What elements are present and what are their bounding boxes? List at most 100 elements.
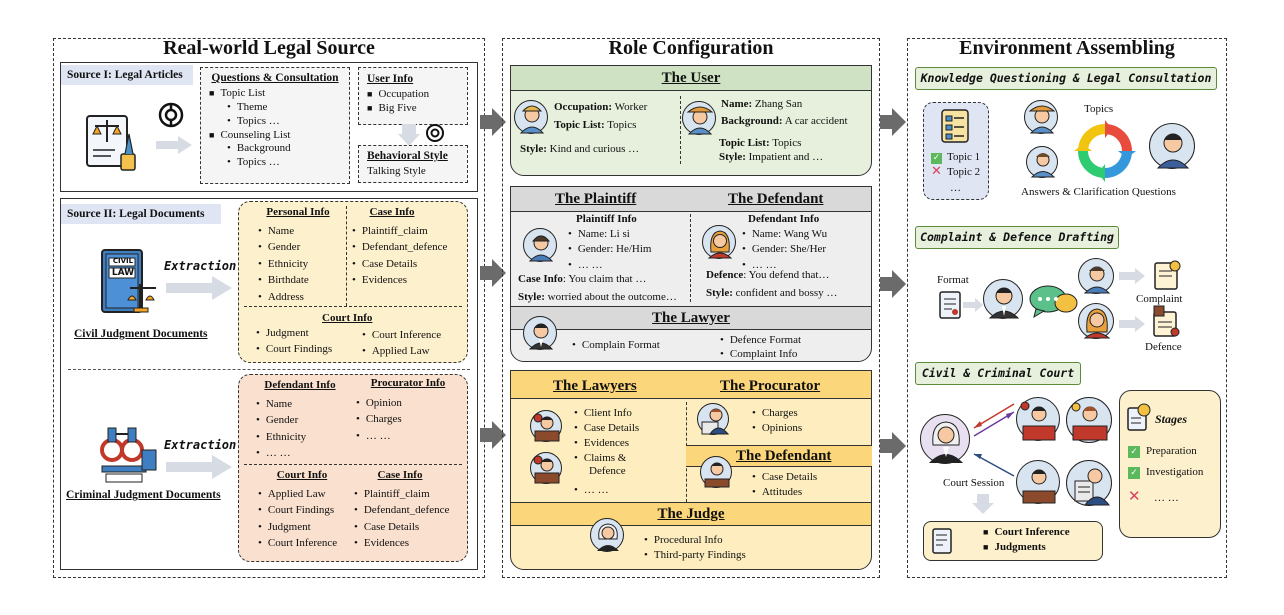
defendant-info-item: … … xyxy=(256,445,350,462)
court-info-title: Court Info xyxy=(322,312,373,324)
plaintiff-avatar xyxy=(523,228,557,262)
personal-info-item: Address xyxy=(258,289,344,306)
lawyer-avatar xyxy=(1016,397,1060,441)
occupation-label: Occupation: xyxy=(554,101,613,113)
case-info-item: Plaintiff_claim xyxy=(352,223,466,240)
case-info-title: Case Info xyxy=(369,206,415,218)
defendant-title: The Defendant xyxy=(728,191,824,207)
stage-item: Investigation xyxy=(1146,466,1204,478)
cross-icon: ✕ xyxy=(1128,487,1141,505)
arrow-down-icon xyxy=(398,124,420,151)
judge-avatar xyxy=(920,414,970,464)
defendant-defence: Defence: You defend that… xyxy=(706,269,829,283)
procurator-avatar xyxy=(1066,460,1112,506)
lawyers-item: Case Details xyxy=(574,421,639,436)
check-icon: ✓ xyxy=(1128,446,1140,458)
result-item: Judgments xyxy=(983,541,1045,555)
lawyer-avatar xyxy=(523,316,557,350)
arrow-right-icon xyxy=(1119,268,1145,289)
style-value: Impatient and … xyxy=(745,150,824,163)
stage-row: ✓ Investigation xyxy=(1128,466,1203,480)
stages-icon xyxy=(1126,402,1152,437)
lawyer-avatar xyxy=(1149,123,1195,169)
check-icon: ✓ xyxy=(1128,467,1140,479)
answers-label: Answers & Clarification Questions xyxy=(1021,186,1176,198)
arrow-right-icon xyxy=(156,136,192,159)
judge-avatar xyxy=(590,518,624,552)
plaintiff-info-item: Name: Li si xyxy=(568,227,651,242)
name-label: Name: xyxy=(721,98,753,110)
plaintiff-info-list: Name: Li si Gender: He/Him … … xyxy=(568,227,652,273)
checklist-icon xyxy=(940,108,970,149)
defendant-avatar xyxy=(702,225,736,259)
user-left-text: Occupation: Worker Topic List: Topics xyxy=(554,101,647,133)
stages-title: Stages xyxy=(1155,412,1188,426)
court-session-label: Court Session xyxy=(943,477,1005,489)
procurator-avatar xyxy=(1066,397,1112,443)
defendant-subheader xyxy=(686,445,872,467)
topic-list-value: Topics xyxy=(769,137,802,149)
qc-item: Background xyxy=(227,142,341,156)
court-info-2: Court Info Applied Law Court Findings Ju… xyxy=(252,469,352,552)
env-panel-title: Environment Assembling xyxy=(959,37,1175,59)
court-info-2-item: Court Inference xyxy=(258,535,352,552)
case-info-2-item: Defendant_defence xyxy=(354,502,468,519)
style-label: Style: xyxy=(520,143,547,155)
user-right-text: Name: Zhang San Background: A car accide… xyxy=(721,98,848,129)
stage-row: ✕… … xyxy=(1128,487,1179,506)
lawyer-title: The Lawyer xyxy=(652,310,730,326)
procurator-list: Charges Opinions xyxy=(752,406,802,436)
plaintiff-case: Case Info: You claim that … xyxy=(518,273,646,287)
source1-label: Source I: Legal Articles xyxy=(61,65,193,86)
lawyer-item: Defence Format xyxy=(720,333,801,347)
defendant-info: Defendant Info Name Gender Ethnicity … … xyxy=(250,379,350,462)
court-info-2-item: Court Findings xyxy=(258,502,352,519)
judge-subheader xyxy=(511,502,871,526)
qc-item: Counseling List xyxy=(209,129,341,143)
defendant-info-list: Name: Wang Wu Gender: She/Her … … xyxy=(742,227,827,273)
criminal-caption: Criminal Judgment Documents xyxy=(66,489,221,501)
lawyers-item: Claims & xyxy=(574,451,639,466)
topic-list-label: Topic List: xyxy=(554,118,605,131)
stage-item: Preparation xyxy=(1146,445,1197,457)
procurator-info-item: Charges xyxy=(356,411,464,428)
court-info-item: Judgment xyxy=(256,326,332,342)
civil-role-card xyxy=(510,186,872,362)
handcuffs-icon xyxy=(98,420,158,486)
defendant-info-item: Ethnicity xyxy=(256,429,350,446)
style-value: worried about the outcome… xyxy=(544,291,677,303)
qc-item: Topics … xyxy=(227,156,341,170)
qc-item: Theme xyxy=(227,101,341,115)
role-panel-title: Role Configuration xyxy=(608,37,774,59)
separator-line xyxy=(68,369,470,370)
criminal-divider-h xyxy=(244,464,462,465)
defendant-info-title: Defendant Info xyxy=(264,379,336,391)
case-info-value: : You claim that … xyxy=(562,273,647,285)
style-value: Kind and curious … xyxy=(546,143,640,155)
defendant-info-item: Name: Wang Wu xyxy=(742,227,827,242)
user-info-title: User Info xyxy=(367,73,414,85)
court-arrows xyxy=(970,398,1018,483)
lawyer-subcard-header xyxy=(511,306,871,330)
user-info-item: Occupation xyxy=(367,88,459,102)
personal-info-item: Ethnicity xyxy=(258,256,344,273)
plaintiff-avatar xyxy=(1078,258,1114,294)
check-icon: ✓ xyxy=(931,153,942,164)
cross-icon: ✕ xyxy=(931,164,942,179)
arrow-down-icon xyxy=(972,494,994,519)
defendant-info-item: … … xyxy=(742,258,827,273)
lawyers-list: … … xyxy=(574,484,609,498)
case-info-item: Evidences xyxy=(352,272,466,289)
source1-box xyxy=(60,62,478,192)
defence-value: : You defend that… xyxy=(743,269,830,281)
arrow-right-icon xyxy=(1119,316,1145,337)
case-info-item: Case Details xyxy=(352,256,466,273)
topic-row: ✓ Topic 1 xyxy=(931,151,980,165)
user-info-box: User Info Occupation Big Five xyxy=(358,67,468,125)
topic-list-label: Topic List: xyxy=(719,137,770,149)
topic-item: Topic 1 xyxy=(947,151,981,163)
qc-title: Questions & Consultation xyxy=(211,72,339,84)
chatgpt-icon xyxy=(424,122,446,144)
court-info-2-item: Judgment xyxy=(258,519,352,536)
plaintiff-info-item: Gender: He/Him xyxy=(568,242,652,257)
